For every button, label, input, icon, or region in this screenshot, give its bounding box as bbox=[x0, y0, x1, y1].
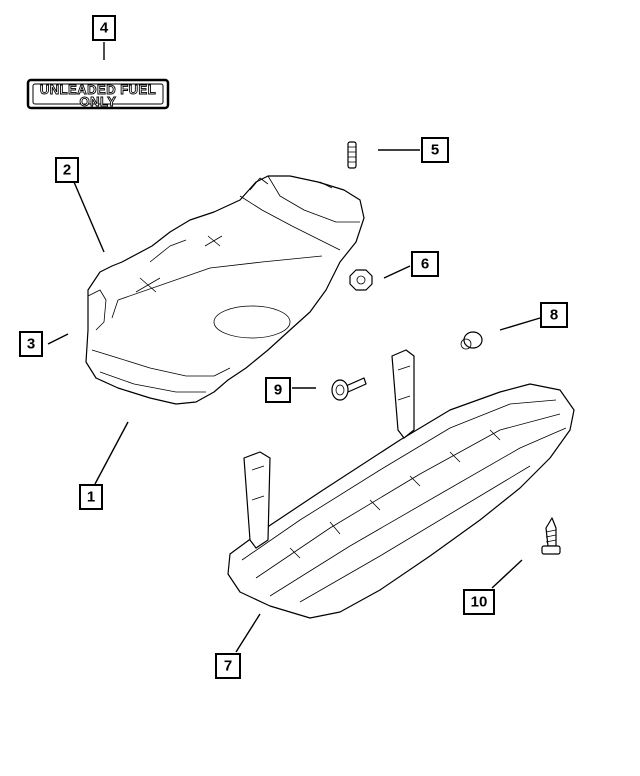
leader-7 bbox=[235, 613, 261, 653]
leader-10 bbox=[491, 559, 523, 589]
leader-2 bbox=[73, 181, 105, 253]
bolt-part bbox=[460, 331, 483, 350]
leader-8 bbox=[499, 317, 541, 331]
svg-text:6: 6 bbox=[421, 256, 429, 273]
callout-6: 6 bbox=[411, 251, 439, 277]
callout-9: 9 bbox=[265, 377, 291, 403]
skid-plate bbox=[227, 349, 575, 619]
svg-text:8: 8 bbox=[550, 307, 558, 324]
callout-5: 5 bbox=[421, 137, 449, 163]
callout-10: 10 bbox=[463, 589, 495, 615]
leader-1 bbox=[94, 421, 129, 485]
callout-1: 1 bbox=[79, 484, 103, 510]
callout-4: 4 bbox=[92, 15, 116, 41]
fuel-tank-shield bbox=[85, 175, 365, 405]
fuel-label-line2: ONLY bbox=[80, 94, 117, 109]
stud-part bbox=[347, 141, 357, 169]
svg-text:10: 10 bbox=[471, 594, 488, 611]
svg-text:1: 1 bbox=[87, 489, 95, 506]
callout-8: 8 bbox=[540, 302, 568, 328]
svg-text:9: 9 bbox=[274, 382, 282, 399]
nut-part bbox=[349, 269, 373, 291]
callout-7: 7 bbox=[215, 653, 241, 679]
leader-3 bbox=[47, 333, 69, 345]
svg-text:2: 2 bbox=[63, 162, 71, 179]
fuel-label-line1: UNLEADED FUEL bbox=[40, 82, 156, 97]
svg-text:4: 4 bbox=[100, 20, 109, 37]
callout-2: 2 bbox=[55, 157, 79, 183]
leader-6 bbox=[383, 265, 411, 279]
screw-part bbox=[541, 517, 561, 555]
svg-text:5: 5 bbox=[431, 142, 439, 159]
svg-text:7: 7 bbox=[224, 658, 232, 675]
svg-text:3: 3 bbox=[27, 336, 35, 353]
flange-bolt-part bbox=[331, 377, 367, 401]
fuel-label-decal: UNLEADED FUEL ONLY bbox=[26, 78, 170, 109]
callout-3: 3 bbox=[19, 331, 43, 357]
